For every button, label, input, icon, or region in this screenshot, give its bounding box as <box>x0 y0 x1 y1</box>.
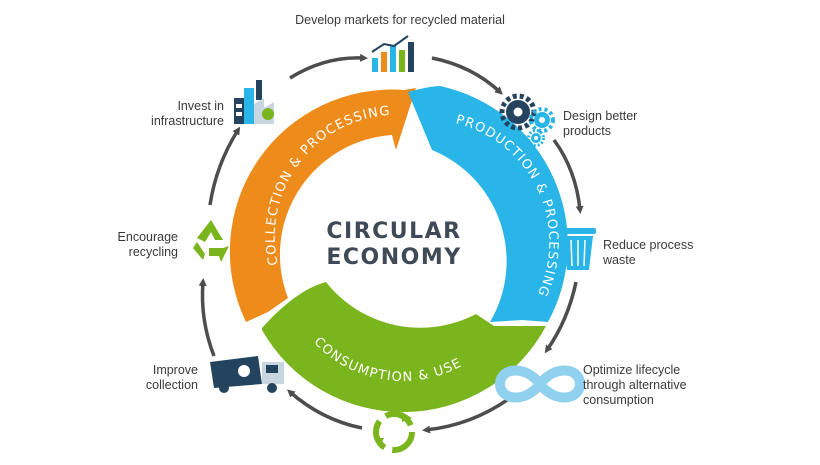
label-optimize-line3: consumption <box>583 393 654 407</box>
label-infra-line1: Invest in <box>177 99 224 113</box>
label-reduce-line1: Reduce process <box>603 238 694 252</box>
arrow-design-to-reduce <box>552 138 584 214</box>
label-optimize-lifecycle: Optimize lifecycle through alternative c… <box>583 363 687 408</box>
label-collection-line2: collection <box>145 378 198 392</box>
arrow-infra-to-markets <box>289 53 368 80</box>
segment-collection-processing <box>229 88 416 322</box>
arrow-bottom-to-collection <box>286 389 363 430</box>
label-collection-line1: Improve <box>152 363 198 377</box>
gears-icon <box>499 93 555 147</box>
label-design-line1: Design better <box>563 109 638 123</box>
trash-bin-icon <box>560 228 596 270</box>
arrow-reduce-to-optimize <box>544 281 578 354</box>
outer-cycle-arrows <box>198 53 584 434</box>
label-improve-collection: Improve collection <box>100 363 198 393</box>
label-infra-line2: infrastructure <box>151 114 224 128</box>
label-invest-infrastructure: Invest in infrastructure <box>120 99 224 129</box>
arrow-recycling-to-infra <box>208 126 241 206</box>
arrow-collection-to-recycling <box>198 278 216 357</box>
label-reduce-line2: waste <box>603 253 636 267</box>
center-title-line2: ECONOMY <box>326 245 461 270</box>
infinity-icon <box>494 365 586 403</box>
recycle-circle-icon <box>373 411 415 453</box>
arrow-markets-to-design <box>431 56 503 95</box>
label-develop-markets: Develop markets for recycled material <box>295 13 505 27</box>
label-recycling-line2: recycling <box>128 245 178 259</box>
factory-icon <box>234 80 274 124</box>
label-design-better-products: Design better products <box>563 109 637 139</box>
label-encourage-recycling: Encourage recycling <box>80 230 178 260</box>
segment-consumption-use <box>262 282 546 413</box>
bar-chart-icon <box>371 35 414 72</box>
label-optimize-line1: Optimize lifecycle <box>583 363 681 377</box>
label-design-line2: products <box>563 124 611 138</box>
center-title-line1: CIRCULAR <box>326 219 461 244</box>
garbage-truck-icon <box>210 356 284 393</box>
arrow-optimize-to-bottom <box>422 396 512 434</box>
label-reduce-process-waste: Reduce process waste <box>603 238 693 268</box>
label-optimize-line2: through alternative <box>583 378 687 392</box>
label-recycling-line1: Encourage <box>117 230 178 244</box>
recycle-icon <box>193 220 229 262</box>
segment-production-processing <box>408 86 568 322</box>
